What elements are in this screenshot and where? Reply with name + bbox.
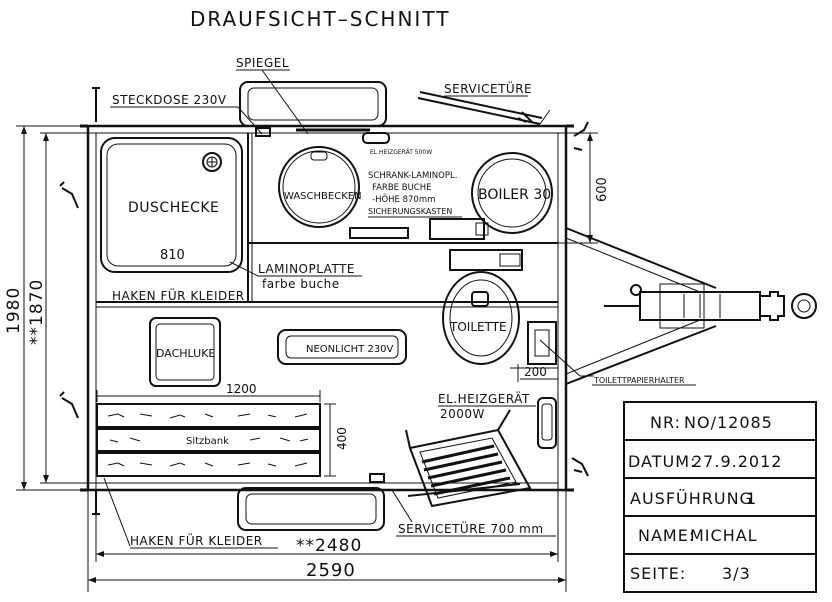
tb-datum-value: 27.9.2012 [692, 452, 782, 471]
bottom-window [237, 487, 385, 531]
tow-drawbar [565, 227, 817, 385]
heizgeraet-label-2: 2000W [440, 407, 485, 421]
tb-ausfuehrung-value: 1 [746, 489, 757, 508]
bench-depth-dim: 400 [335, 427, 349, 450]
tb-seite-value: 3/3 [722, 564, 751, 583]
title-block [623, 401, 817, 593]
neonlicht-label: NEONLICHT 230V [306, 344, 394, 355]
sicherungskasten-label: SICHERUNGSKASTEN [368, 207, 452, 216]
paper-holder-dim: 200 [524, 365, 547, 379]
tb-ausfuehrung-label: AUSFÜHRUNG [630, 489, 753, 508]
bench [96, 403, 321, 477]
roof-hatch [149, 317, 221, 387]
boiler-label: BOILER 30 [478, 187, 551, 203]
drawing-title: DRAUFSICHT–SCHNITT [190, 7, 450, 31]
mirror [239, 81, 387, 127]
duschecke-label: DUSCHECKE [128, 200, 219, 216]
tb-nr-value: NO/12085 [684, 413, 773, 432]
laminoplatte-label-1: LAMINOPLATTE [258, 262, 355, 276]
schrank-label-2: FARBE BUCHE [372, 183, 431, 193]
spiegel-label: SPIEGEL [236, 56, 289, 70]
toilette-label: TOILETTE [449, 320, 507, 334]
sitzbank-label: Sitzbank [186, 436, 229, 447]
schrank-label-3: -HÖHE 870mm [372, 194, 435, 205]
duschecke-width-label: 810 [160, 248, 185, 263]
steckdose-label: STECKDOSE 230V [112, 93, 227, 107]
schrank-label-1: SCHRANK-LAMINOPL. [368, 171, 457, 181]
boiler [429, 152, 553, 240]
servicetuere-top-label: SERVICETÜRE [444, 80, 532, 96]
dachluke-label: DACHLUKE [156, 347, 215, 360]
shower-tray [100, 137, 243, 273]
right-dim: 600 [595, 177, 610, 202]
tb-datum-label: DATUM: [628, 452, 696, 471]
toilettpapier-label: TOILETTPAPIERHALTER [593, 376, 685, 385]
servicetuere-bottom-label: SERVICETÜRE 700 mm [398, 520, 544, 536]
inner-width-dim: **1870 [27, 279, 47, 345]
dimension-lines [16, 125, 598, 592]
toilet [442, 249, 523, 365]
tb-nr-label: NR: [650, 413, 681, 432]
heizgeraet-label-1: EL.HEIZGERÄT [438, 391, 530, 406]
neon-light [277, 329, 407, 365]
laminoplatte-label-2: farbe buche [262, 277, 340, 291]
total-width-dim: 1980 [4, 287, 24, 334]
total-length-dim: 2590 [306, 560, 356, 581]
tb-seite-label: SEITE: [630, 564, 686, 583]
waschbecken-label: WASCHBECKEN [284, 191, 362, 202]
bench-width-dim: 1200 [226, 382, 257, 396]
entrance-steps [405, 409, 532, 508]
haken-top-label: HAKEN FÜR KLEIDER [112, 287, 245, 303]
tb-name-label: NAME: [638, 526, 695, 545]
haken-bottom-label: HAKEN FÜR KLEIDER [130, 532, 263, 548]
inner-length-dim: **2480 [296, 536, 362, 556]
heater-small-label: EL.HEIZGERÄT 500W [370, 149, 432, 156]
washbasin [278, 146, 360, 228]
tb-name-value: MICHAL [690, 526, 758, 545]
